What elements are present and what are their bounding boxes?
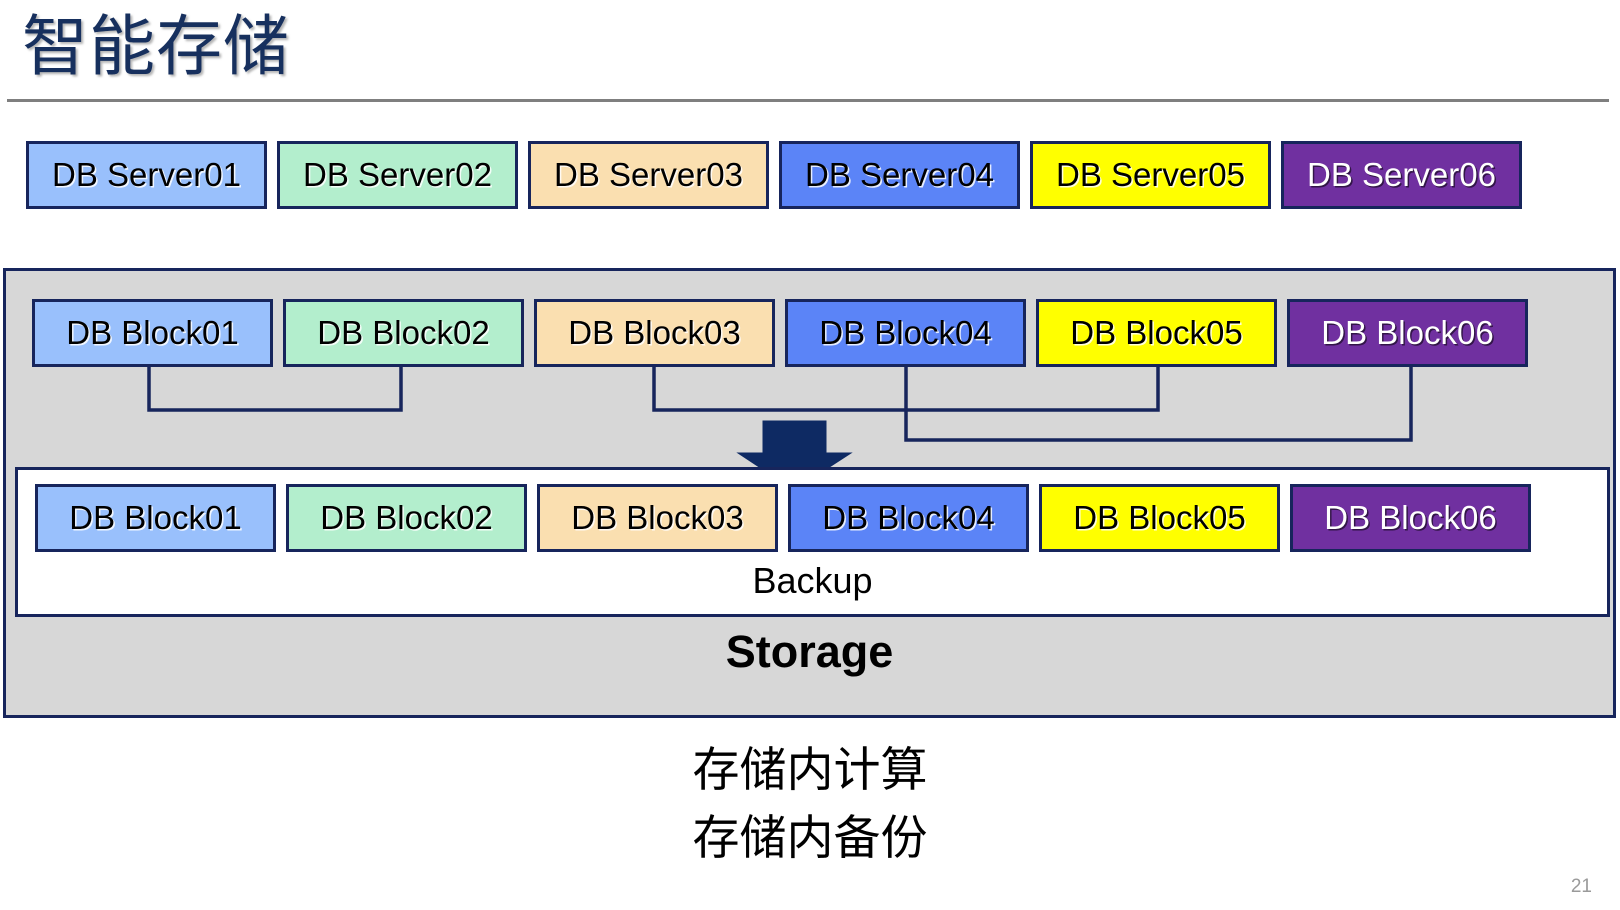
page-number: 21: [1570, 876, 1592, 897]
db-block-box[interactable]: DB Block04: [785, 299, 1026, 367]
db-server-box[interactable]: DB Server04: [779, 141, 1020, 209]
caption-block: 存储内计算 存储内备份: [0, 736, 1620, 872]
db-block-row-live: DB Block01 DB Block02 DB Block03 DB Bloc…: [32, 299, 1528, 367]
db-server-row: DB Server01 DB Server02 DB Server03 DB S…: [26, 141, 1522, 209]
db-block-box[interactable]: DB Block03: [534, 299, 775, 367]
title-divider: [7, 99, 1609, 102]
db-block-box[interactable]: DB Block02: [283, 299, 524, 367]
db-server-box[interactable]: DB Server01: [26, 141, 267, 209]
connector-block04-block06: [904, 367, 1413, 442]
connector-block03-block05: [652, 367, 1160, 412]
db-block-row-backup: DB Block01 DB Block02 DB Block03 DB Bloc…: [35, 484, 1531, 552]
db-block-backup-box[interactable]: DB Block02: [286, 484, 527, 552]
db-block-backup-box[interactable]: DB Block01: [35, 484, 276, 552]
backup-label: Backup: [752, 560, 873, 601]
db-server-box[interactable]: DB Server02: [277, 141, 518, 209]
db-server-box[interactable]: DB Server05: [1030, 141, 1271, 209]
caption-line: 存储内备份: [692, 811, 928, 864]
db-block-box[interactable]: DB Block06: [1287, 299, 1528, 367]
connector-block01-block02: [147, 367, 403, 412]
db-block-box[interactable]: DB Block01: [32, 299, 273, 367]
backup-panel: DB Block01 DB Block02 DB Block03 DB Bloc…: [15, 467, 1610, 617]
storage-label: Storage: [725, 626, 894, 677]
storage-container: DB Block01 DB Block02 DB Block03 DB Bloc…: [3, 268, 1616, 718]
caption-line: 存储内计算: [692, 743, 928, 796]
db-block-backup-box[interactable]: DB Block03: [537, 484, 778, 552]
db-block-backup-box[interactable]: DB Block05: [1039, 484, 1280, 552]
page-title: 智能存储: [22, 9, 290, 83]
db-block-box[interactable]: DB Block05: [1036, 299, 1277, 367]
db-server-box[interactable]: DB Server03: [528, 141, 769, 209]
db-server-box[interactable]: DB Server06: [1281, 141, 1522, 209]
db-block-backup-box[interactable]: DB Block06: [1290, 484, 1531, 552]
db-block-backup-box[interactable]: DB Block04: [788, 484, 1029, 552]
